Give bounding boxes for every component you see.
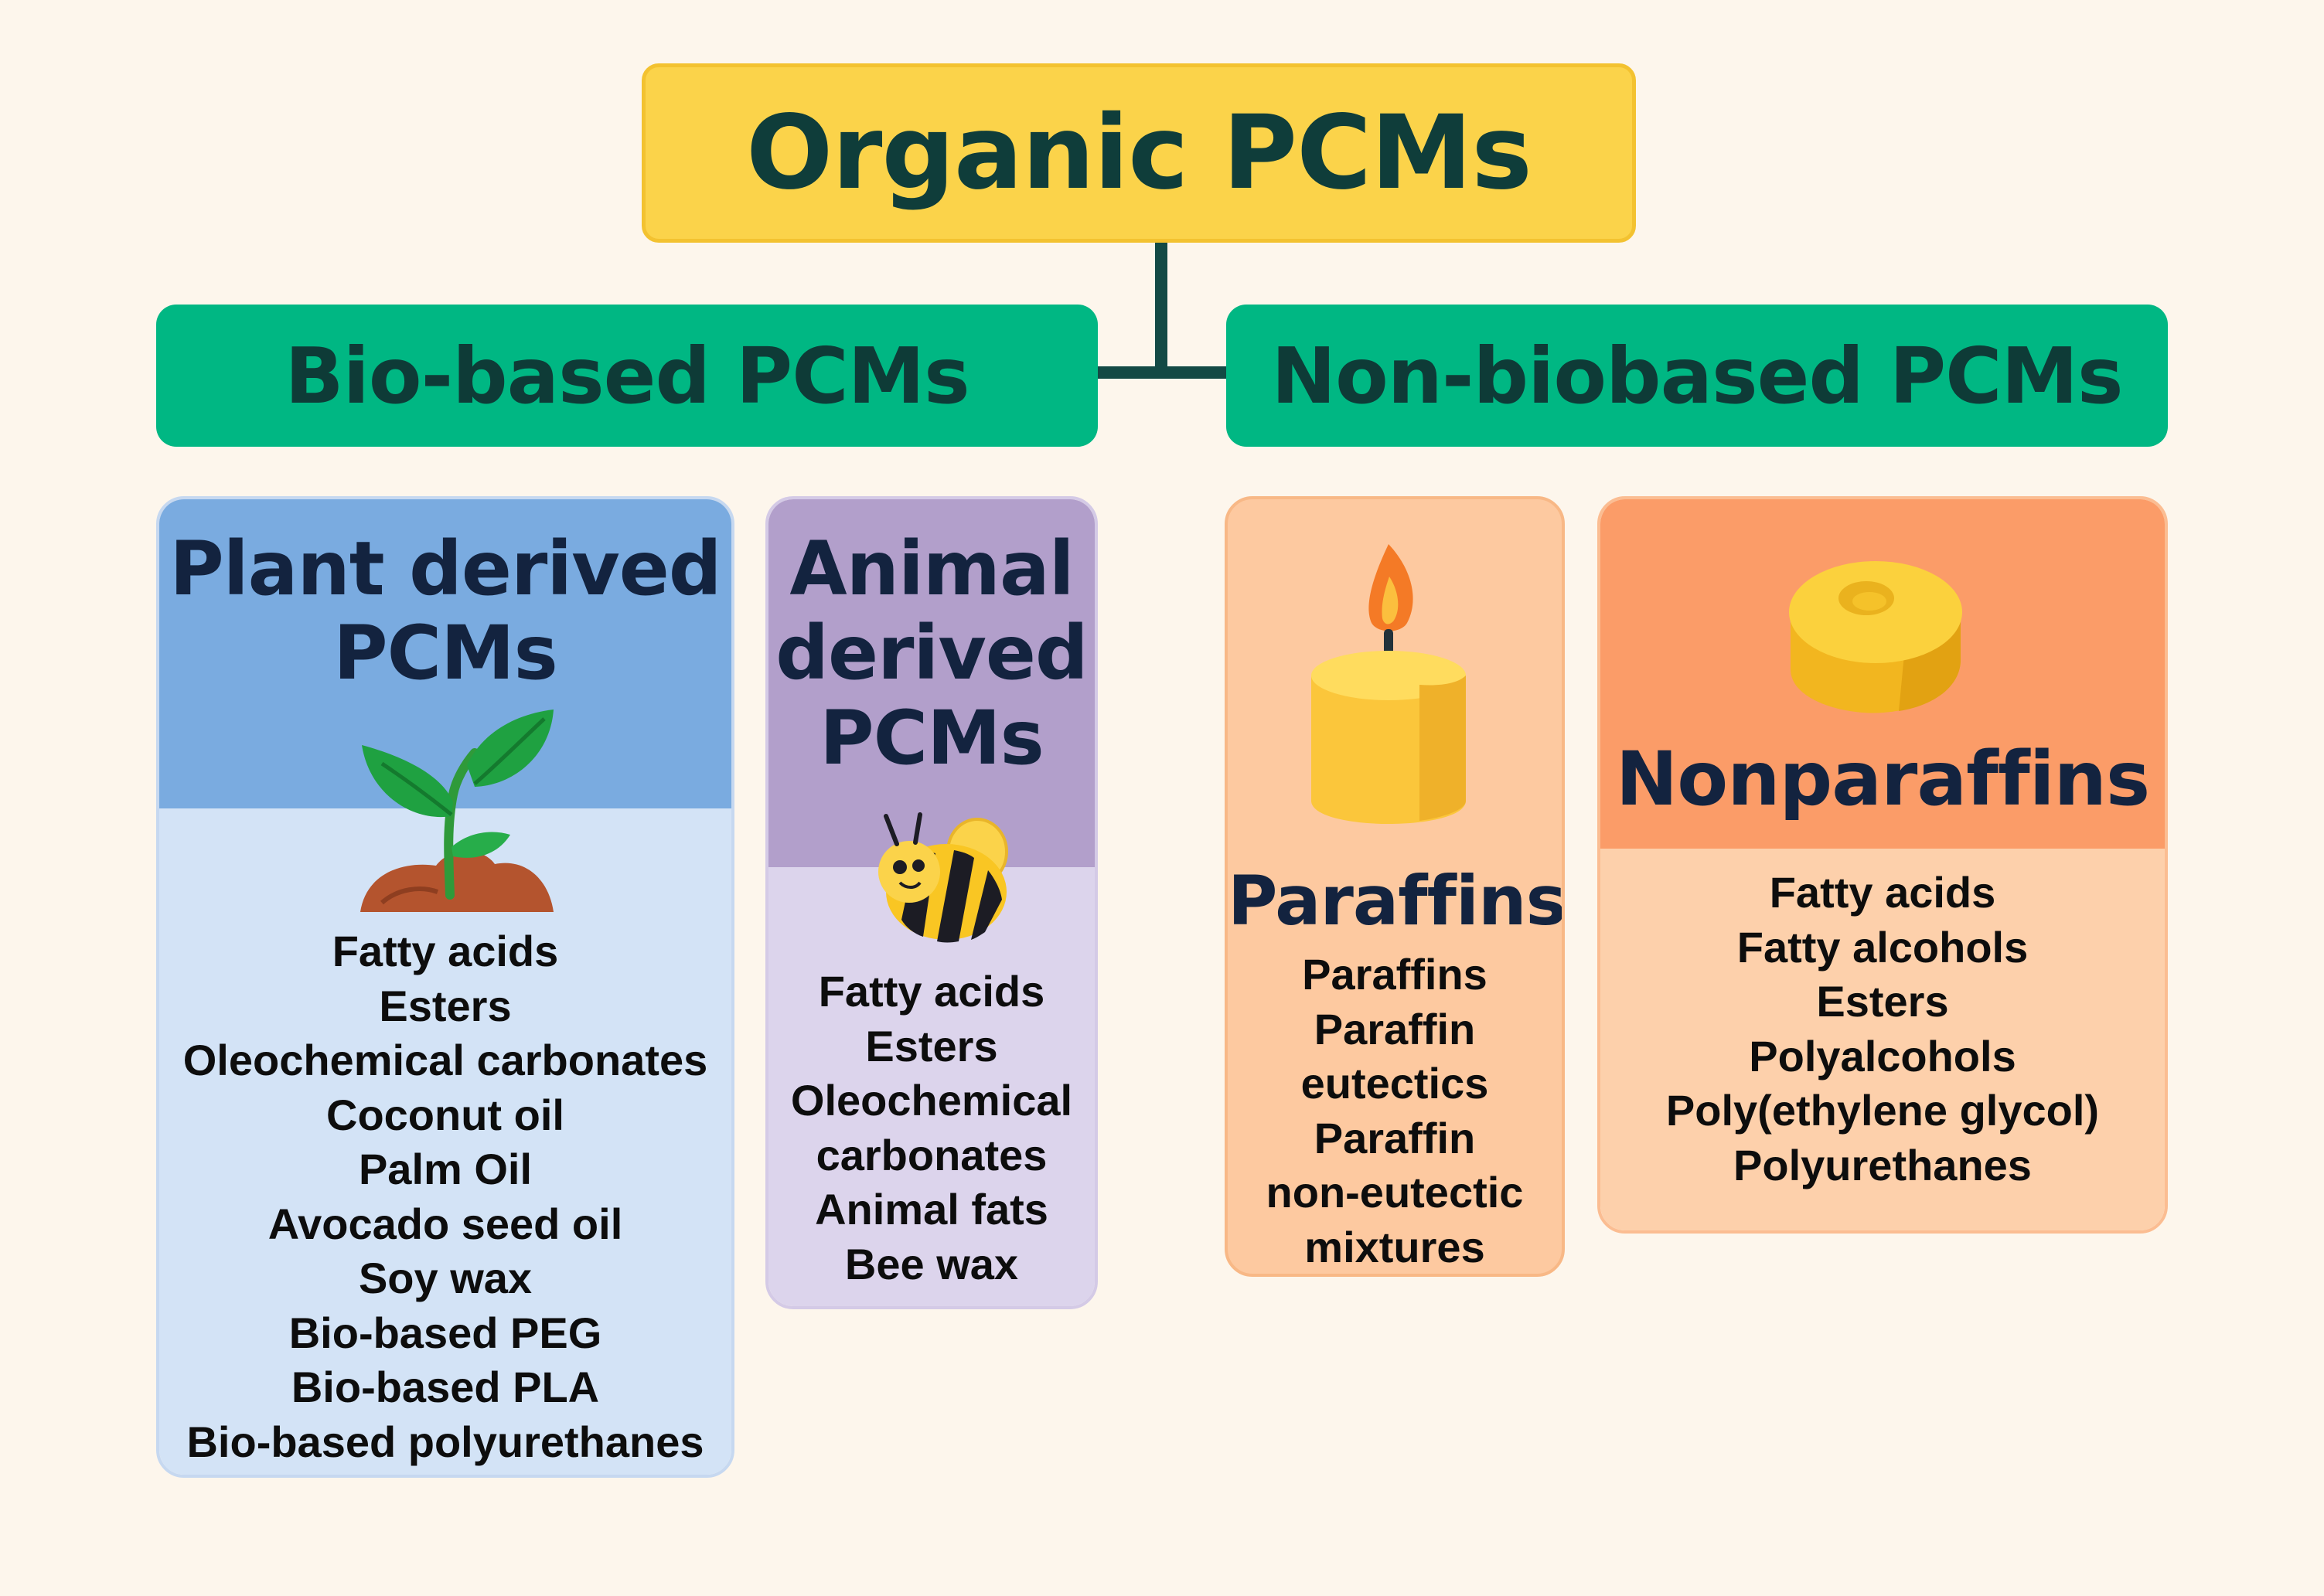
root-node-organic-pcms: Organic PCMs xyxy=(642,63,1636,243)
list-item: mixtures xyxy=(1304,1222,1485,1271)
branch-bio-label: Bio-based PCMs xyxy=(285,330,969,421)
list-item: Esters xyxy=(1816,977,1949,1026)
list-item: Bee wax xyxy=(844,1239,1019,1288)
list-item: eutectics xyxy=(1300,1059,1489,1108)
list-item: carbonates xyxy=(816,1130,1048,1179)
connector-horizontal xyxy=(1096,366,1226,379)
nonparaffins-items-list: Fatty acids Fatty alcohols Esters Polyal… xyxy=(1600,849,2165,1193)
root-title: Organic PCMs xyxy=(746,94,1532,213)
list-item: Paraffins xyxy=(1302,950,1487,999)
candle-icon xyxy=(1311,544,1466,824)
animal-items-list: Fatty acids Esters Oleochemical carbonat… xyxy=(768,867,1095,1291)
list-item: Paraffin xyxy=(1314,1113,1476,1162)
plant-card-title: Plant derived PCMs xyxy=(169,526,721,697)
branch-bio-based: Bio-based PCMs xyxy=(156,305,1098,447)
list-item: Esters xyxy=(865,1021,998,1070)
list-item: Bio-based PLA xyxy=(291,1363,600,1411)
paraffins-card-body: Paraffins Paraffins Paraffin eutectics P… xyxy=(1228,862,1562,1274)
list-item: Fatty acids xyxy=(1769,868,1996,917)
list-item: Poly(ethylene glycol) xyxy=(1665,1086,2100,1135)
list-item: Palm Oil xyxy=(358,1145,533,1193)
list-item: Animal fats xyxy=(815,1185,1048,1234)
list-item: Oleochemical carbonates xyxy=(182,1036,708,1084)
card-nonparaffins: Nonparaffins Fatty acids Fatty alcohols … xyxy=(1597,496,2168,1234)
list-item: Coconut oil xyxy=(326,1090,564,1139)
bee-icon xyxy=(878,812,1008,943)
nonparaffins-card-title: Nonparaffins xyxy=(1615,736,2150,822)
animal-card-title: Animal derived PCMs xyxy=(775,526,1088,781)
card-animal-derived: Animal derived PCMs Fatty acids Esters O… xyxy=(765,496,1098,1309)
list-item: Avocado seed oil xyxy=(267,1199,623,1248)
plant-items-list: Fatty acids Esters Oleochemical carbonat… xyxy=(159,808,731,1469)
list-item: Paraffin xyxy=(1314,1004,1476,1053)
card-paraffins: Paraffins Paraffins Paraffin eutectics P… xyxy=(1225,496,1565,1277)
paraffins-items-list: Paraffins Paraffin eutectics Paraffin no… xyxy=(1228,940,1562,1274)
wax-block-icon xyxy=(1789,561,1962,713)
card-plant-derived: Plant derived PCMs Fatty acids Esters Ol… xyxy=(156,496,734,1478)
list-item: Polyalcohols xyxy=(1749,1031,2016,1080)
branch-nonbio-label: Non-biobased PCMs xyxy=(1271,330,2123,421)
plant-card-header: Plant derived PCMs xyxy=(159,499,731,808)
animal-card-body: Fatty acids Esters Oleochemical carbonat… xyxy=(768,867,1095,1306)
animal-card-header: Animal derived PCMs xyxy=(768,499,1095,867)
plant-sprout-icon xyxy=(360,710,554,912)
connector-vertical xyxy=(1155,241,1167,373)
list-item: Bio-based polyurethanes xyxy=(186,1417,704,1466)
list-item: Bio-based PEG xyxy=(288,1308,602,1357)
paraffins-card-title: Paraffins xyxy=(1228,861,1565,941)
list-item: Fatty acids xyxy=(818,967,1045,1016)
list-item: Esters xyxy=(379,981,512,1030)
list-item: Fatty alcohols xyxy=(1736,922,2029,972)
list-item: non-eutectic xyxy=(1266,1168,1524,1217)
branch-non-biobased: Non-biobased PCMs xyxy=(1226,305,2168,447)
list-item: Polyurethanes xyxy=(1733,1140,2032,1189)
list-item: Fatty acids xyxy=(332,927,559,975)
plant-card-body: Fatty acids Esters Oleochemical carbonat… xyxy=(159,808,731,1475)
nonparaffins-card-body: Fatty acids Fatty alcohols Esters Polyal… xyxy=(1600,849,2165,1230)
list-item: Soy wax xyxy=(358,1254,533,1302)
list-item: Oleochemical xyxy=(790,1076,1073,1125)
